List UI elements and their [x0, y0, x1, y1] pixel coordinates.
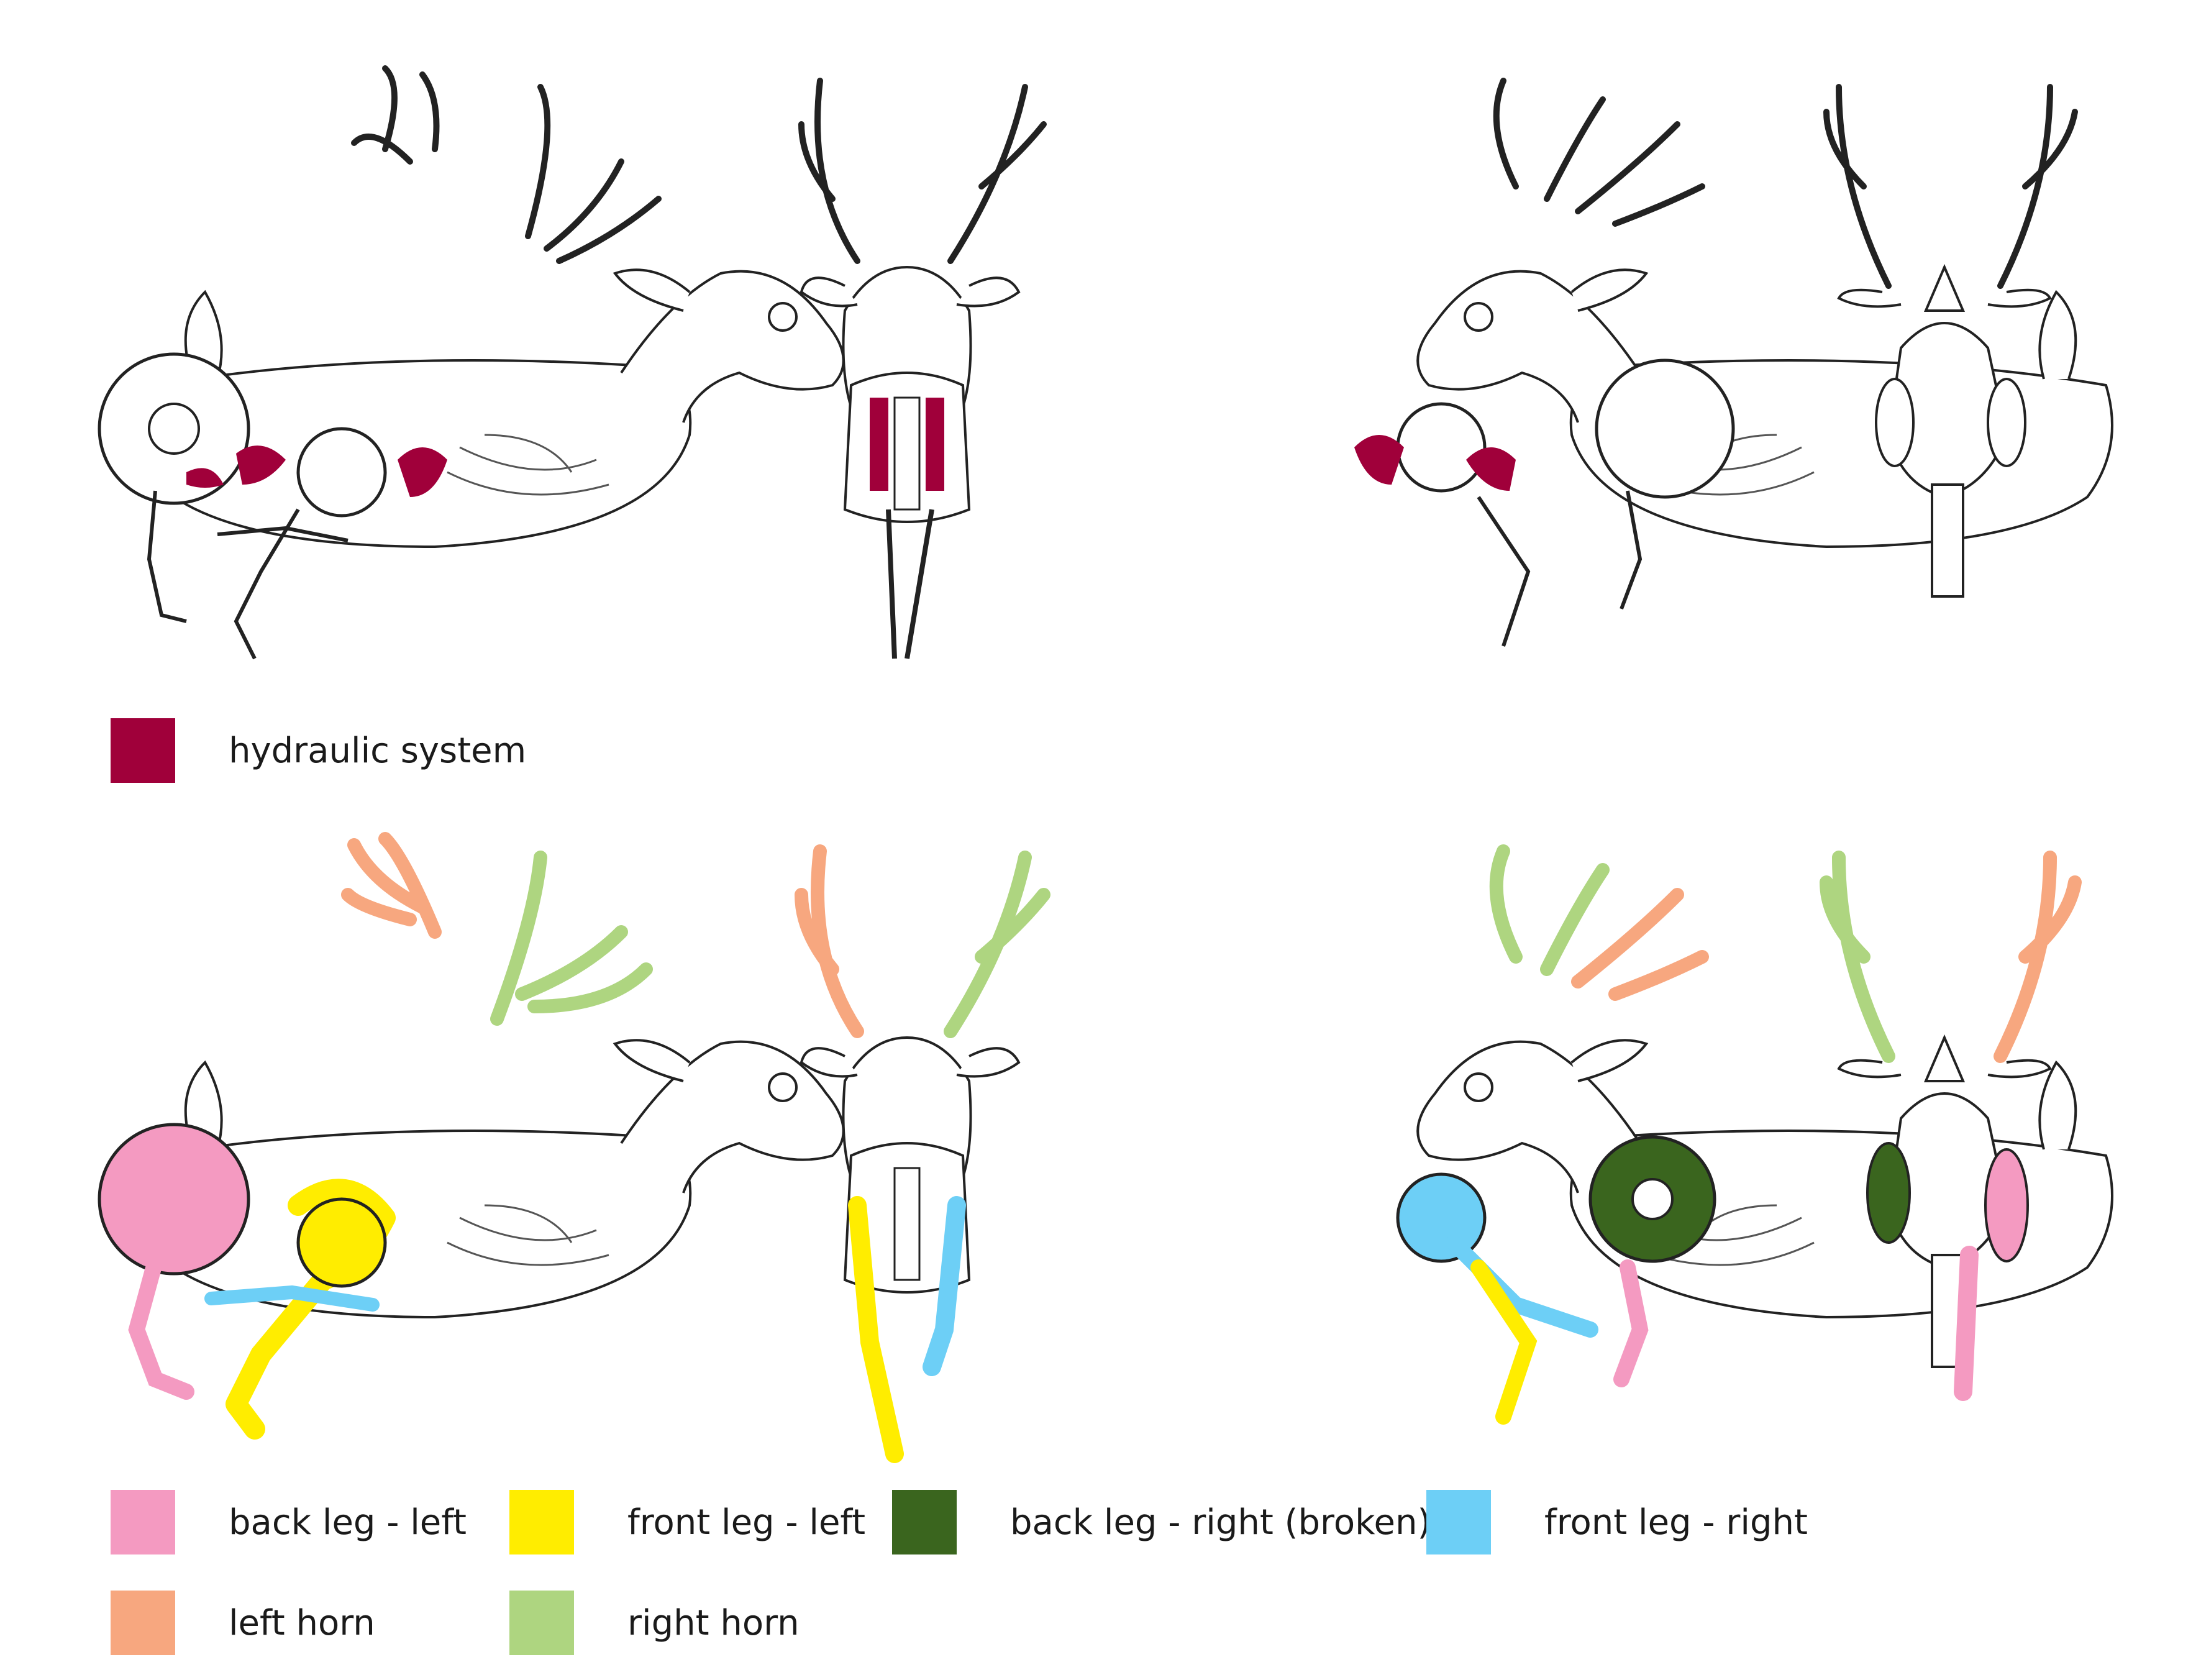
back-leg-left-part: [98, 1123, 250, 1276]
deer-side-view-right: [148, 268, 845, 548]
front-leg-right-part: [204, 1285, 380, 1312]
legend-swatch-hydraulic: [111, 718, 175, 783]
left-horn-part: [341, 832, 442, 939]
legend-right-horn: right horn: [509, 1591, 800, 1655]
deer-front-view: [800, 266, 1020, 523]
hydraulic-side-1: [186, 445, 447, 497]
legend-label: back leg - right (broken): [1010, 1502, 1431, 1543]
legend-swatch: [892, 1490, 957, 1554]
deer-front-colored: [800, 1036, 1020, 1294]
hydraulic-front: [870, 398, 944, 491]
legend-label: left horn: [229, 1602, 375, 1643]
legend-swatch: [509, 1490, 574, 1554]
legend-swatch: [1426, 1490, 1491, 1554]
right-horn-part: [490, 851, 653, 1026]
deer-side-view-left: [1354, 78, 2113, 647]
legend-hydraulic: hydraulic system: [111, 718, 526, 783]
legend-label: right horn: [627, 1602, 800, 1643]
legend-left-horn: left horn: [111, 1591, 375, 1655]
top-row: [98, 65, 2113, 660]
legend-swatch: [509, 1591, 574, 1655]
legend-front-leg-left: front leg - left: [509, 1490, 865, 1554]
legend-back-leg-right-broken: back leg - right (broken): [892, 1490, 1431, 1554]
deer-side-colored-left: [1396, 844, 2113, 1425]
legend-label: front leg - left: [627, 1502, 866, 1543]
shoulder-gear: [296, 427, 387, 518]
deer-side-colored-right: [148, 1039, 845, 1318]
legend-label-hydraulic: hydraulic system: [229, 730, 527, 771]
legend-front-leg-right: front leg - right: [1426, 1490, 1808, 1554]
legend-label: front leg - right: [1544, 1502, 1808, 1543]
legend-swatch: [111, 1490, 175, 1554]
legend-back-leg-left: back leg - left: [111, 1490, 467, 1554]
legend-label: back leg - left: [229, 1502, 467, 1543]
legend-swatch: [111, 1591, 175, 1655]
bottom-row: [98, 832, 2113, 1463]
